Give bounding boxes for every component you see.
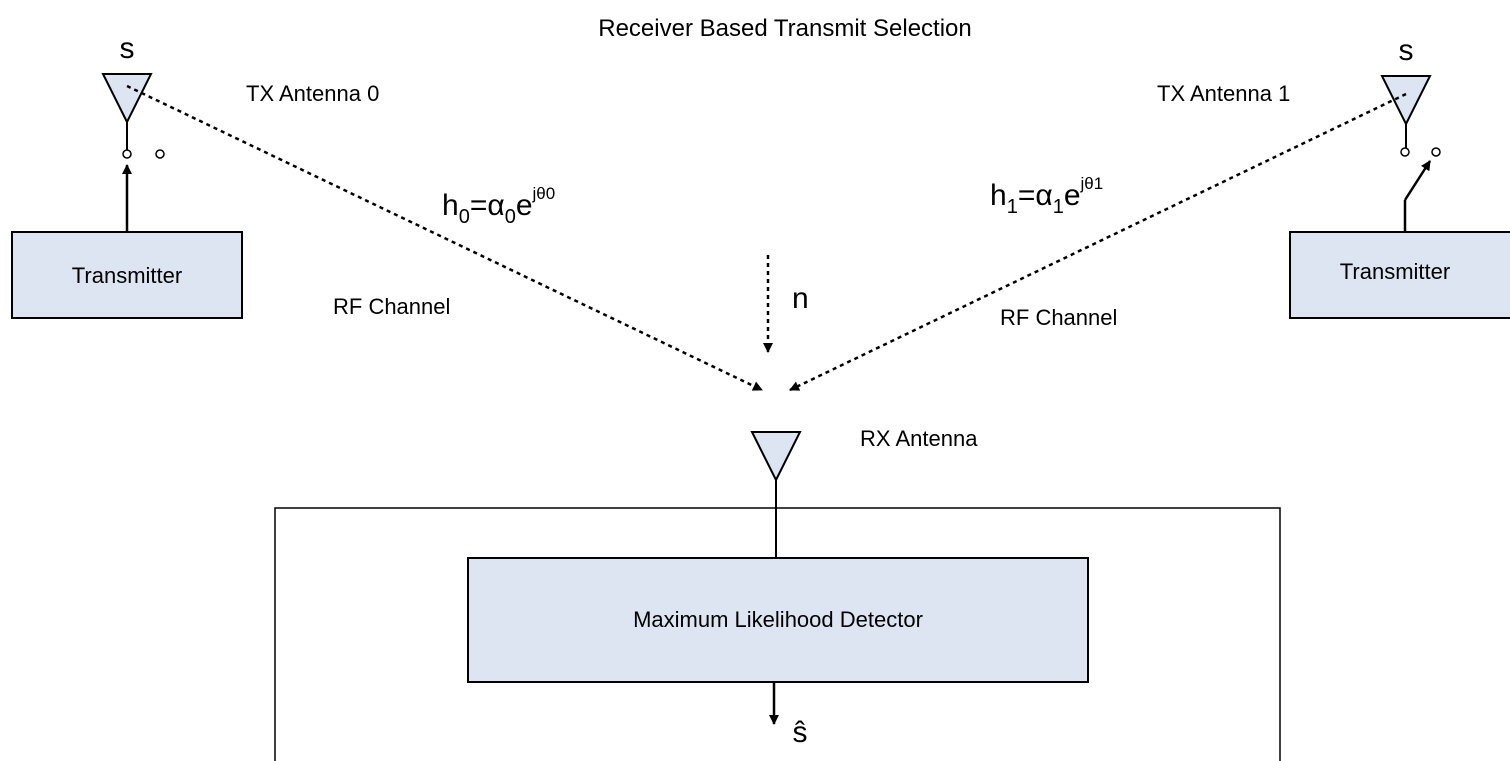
ml-detector-label: Maximum Likelihood Detector bbox=[633, 607, 923, 632]
tx0-transmitter-label: Transmitter bbox=[72, 263, 182, 288]
tx0-channel-label: RF Channel bbox=[333, 294, 450, 319]
diagram-title: Receiver Based Transmit Selection bbox=[598, 15, 972, 42]
tx0-antenna-label: TX Antenna 0 bbox=[246, 81, 379, 106]
tx0-antenna-icon bbox=[101, 73, 153, 125]
tx1-antenna-icon bbox=[1380, 75, 1432, 127]
tx0-switch-contact-closed bbox=[122, 149, 132, 159]
tx1-switch-contact-closed bbox=[1431, 147, 1441, 157]
detector-output-label: ŝ bbox=[793, 716, 808, 749]
rx-antenna-label: RX Antenna bbox=[860, 426, 978, 451]
tx1-switch-contact-open bbox=[1400, 147, 1410, 157]
tx0-channel-gain: h0=α0ejθ0 bbox=[442, 184, 555, 228]
rx-antenna-icon bbox=[750, 431, 802, 483]
tx0-transmitter-block bbox=[11, 231, 243, 319]
tx0-rf-channel-path bbox=[126, 84, 763, 392]
tx1-antenna-label: TX Antenna 1 bbox=[1157, 81, 1290, 106]
ml-detector-block bbox=[467, 557, 1089, 683]
tx1-switch-arm-arrow bbox=[1403, 160, 1432, 201]
tx1-transmitter-label: Transmitter bbox=[1340, 259, 1450, 284]
tx1-rf-channel-path bbox=[789, 92, 1407, 392]
tx1-transmitter-block bbox=[1289, 231, 1510, 319]
noise-label: n bbox=[792, 282, 809, 315]
receiver-box bbox=[274, 507, 1281, 761]
tx0-switch-contact-open bbox=[155, 149, 165, 159]
tx1-channel-gain: h1=α1ejθ1 bbox=[990, 174, 1103, 218]
tx1-symbol: s bbox=[1399, 34, 1414, 67]
tx1-channel-label: RF Channel bbox=[1000, 305, 1117, 330]
tx0-symbol: s bbox=[120, 32, 135, 65]
